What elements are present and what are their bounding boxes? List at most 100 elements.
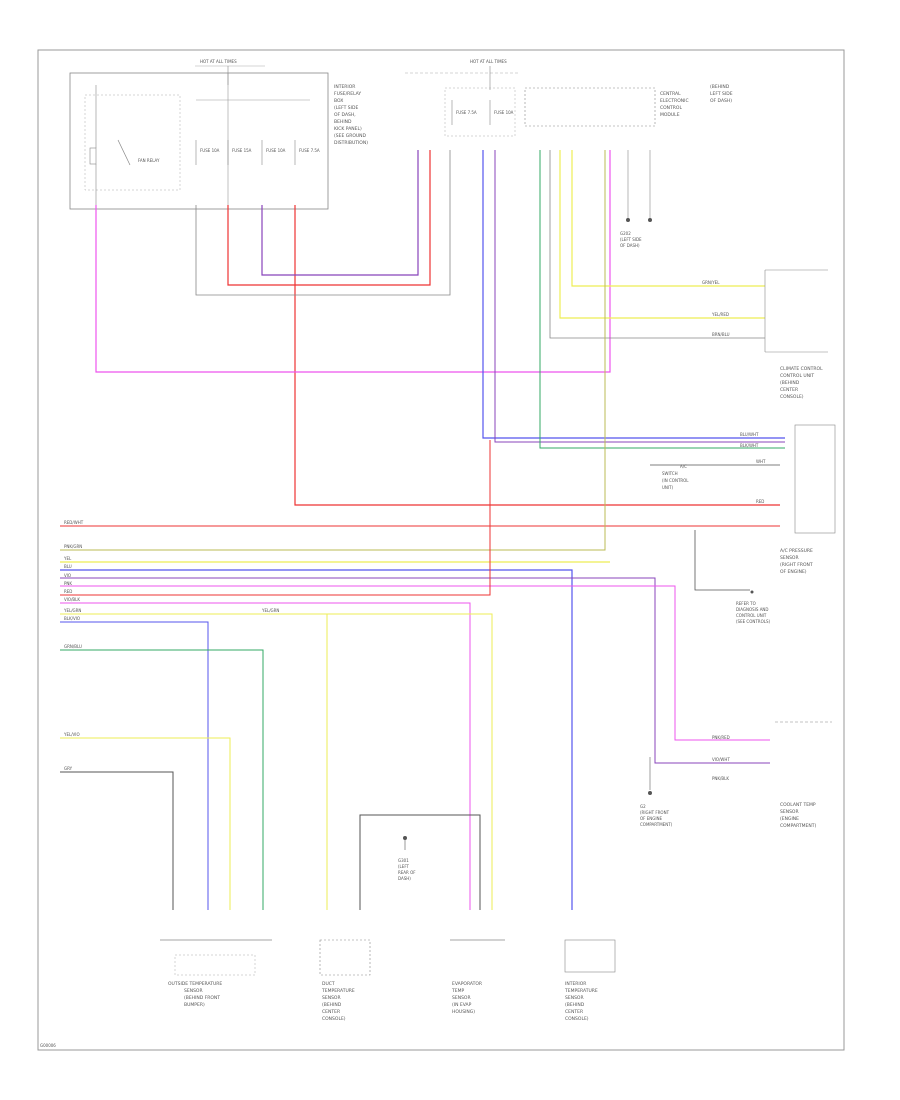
svg-text:SENSOR: SENSOR bbox=[184, 988, 203, 994]
svg-text:YEL/VIO: YEL/VIO bbox=[63, 732, 80, 737]
svg-text:(LEFT SIDE: (LEFT SIDE bbox=[620, 237, 642, 242]
ground-g301: G301 (LEFT REAR OF DASH) bbox=[398, 836, 416, 881]
wire-grn bbox=[539, 150, 785, 449]
wire-gry-2 bbox=[60, 771, 174, 910]
svg-text:VIO/WHT: VIO/WHT bbox=[712, 757, 730, 762]
svg-text:PNK: PNK bbox=[64, 581, 72, 586]
svg-text:TEMPERATURE: TEMPERATURE bbox=[321, 988, 355, 994]
fuse-4: FUSE 7.5A bbox=[294, 140, 320, 165]
svg-text:SWITCH: SWITCH bbox=[662, 471, 678, 476]
svg-text:OF ENGINE: OF ENGINE bbox=[640, 816, 663, 821]
fuse-mid-2: FUSE 10A bbox=[494, 110, 514, 115]
svg-text:INTERIOR: INTERIOR bbox=[565, 981, 586, 987]
svg-text:(SEE GROUND: (SEE GROUND bbox=[334, 133, 367, 139]
svg-text:INTERIOR: INTERIOR bbox=[334, 84, 355, 90]
a-c-switch-label: A/C SWITCH (IN CONTROL UNIT) bbox=[662, 464, 689, 490]
wire-labels: GRN/YEL YEL/RED BRN/BLU BLU/WHT BLK/WHT … bbox=[63, 280, 766, 781]
svg-text:DIAGNOSIS AND: DIAGNOSIS AND bbox=[736, 607, 769, 612]
svg-text:ELECTRONIC: ELECTRONIC bbox=[660, 98, 689, 104]
wire-red-long bbox=[60, 440, 491, 596]
svg-text:BLU: BLU bbox=[64, 564, 72, 569]
svg-text:DASH): DASH) bbox=[398, 876, 411, 881]
svg-text:FUSE 7.5A: FUSE 7.5A bbox=[299, 148, 320, 153]
svg-text:(BEHIND: (BEHIND bbox=[710, 84, 730, 90]
svg-text:RED: RED bbox=[64, 589, 72, 594]
wire-vio bbox=[494, 150, 785, 443]
svg-text:OF DASH): OF DASH) bbox=[710, 98, 732, 104]
svg-text:(IN CONTROL: (IN CONTROL bbox=[662, 478, 689, 483]
svg-text:(BEHIND: (BEHIND bbox=[780, 380, 800, 386]
diagram-footer: G00006 bbox=[40, 1043, 56, 1048]
svg-text:(LEFT: (LEFT bbox=[398, 864, 410, 869]
svg-text:BOX: BOX bbox=[334, 98, 343, 104]
svg-text:SENSOR: SENSOR bbox=[452, 995, 471, 1001]
svg-text:OF ENGINE): OF ENGINE) bbox=[780, 569, 807, 575]
svg-text:YEL/GRN: YEL/GRN bbox=[261, 608, 279, 613]
svg-text:CLIMATE CONTROL: CLIMATE CONTROL bbox=[780, 366, 823, 372]
svg-text:REAR OF: REAR OF bbox=[398, 870, 416, 875]
svg-text:G202: G202 bbox=[620, 231, 631, 236]
fuse-2: FUSE 15A bbox=[227, 140, 252, 165]
fuse-1: FUSE 10A bbox=[195, 140, 220, 165]
svg-text:DISTRIBUTION): DISTRIBUTION) bbox=[334, 140, 368, 146]
wire-blk-a bbox=[694, 530, 750, 591]
fuse-mid-1: FUSE 7.5A bbox=[456, 110, 477, 115]
wire-vio-long bbox=[60, 577, 770, 764]
svg-text:CENTER: CENTER bbox=[780, 387, 798, 393]
svg-text:GRN/BLU: GRN/BLU bbox=[64, 644, 82, 649]
coolant-temp-sensor: COOLANT TEMP SENSOR (ENGINE COMPARTMENT) bbox=[775, 721, 832, 829]
wire-red-loop bbox=[227, 150, 431, 286]
svg-text:VIO/BLK: VIO/BLK bbox=[64, 597, 80, 602]
wire-yel-grn bbox=[60, 150, 606, 551]
svg-text:CENTRAL: CENTRAL bbox=[660, 91, 681, 97]
svg-text:SENSOR: SENSOR bbox=[565, 995, 584, 1001]
svg-text:GRN/YEL: GRN/YEL bbox=[702, 280, 720, 285]
svg-text:VIO: VIO bbox=[64, 573, 71, 578]
svg-text:TEMPERATURE: TEMPERATURE bbox=[564, 988, 598, 994]
svg-text:BLU/WHT: BLU/WHT bbox=[740, 432, 759, 437]
svg-text:BLK/VIO: BLK/VIO bbox=[64, 616, 80, 621]
fuse-panel-left-header: HOT AT ALL TIMES bbox=[200, 59, 237, 64]
svg-text:COMPARTMENT): COMPARTMENT) bbox=[640, 822, 673, 827]
svg-text:G301: G301 bbox=[398, 858, 409, 863]
wire-violet-loop bbox=[261, 150, 419, 276]
svg-text:DUCT: DUCT bbox=[322, 981, 335, 987]
svg-text:YEL: YEL bbox=[63, 556, 72, 561]
wire-yel-1 bbox=[559, 150, 765, 319]
svg-text:SENSOR: SENSOR bbox=[780, 809, 799, 815]
ground-g2: G2 (RIGHT FRONT OF ENGINE COMPARTMENT) bbox=[640, 791, 673, 827]
wire-yel-2 bbox=[571, 150, 765, 287]
svg-text:(RIGHT FRONT: (RIGHT FRONT bbox=[780, 562, 813, 568]
wire-yel-vio bbox=[60, 737, 231, 910]
svg-text:BUMPER): BUMPER) bbox=[184, 1002, 205, 1008]
svg-text:G2: G2 bbox=[640, 804, 646, 809]
ground-g202: G202 (LEFT SIDE OF DASH) bbox=[620, 150, 652, 248]
svg-text:OF DASH): OF DASH) bbox=[620, 243, 640, 248]
interior-temp-sensor: INTERIOR TEMPERATURE SENSOR (BEHIND CENT… bbox=[564, 939, 616, 1022]
fuse-panel-left: HOT AT ALL TIMES FAN RELAY FUSE 10A FUSE… bbox=[69, 59, 368, 210]
svg-text:EVAPORATOR: EVAPORATOR bbox=[452, 981, 482, 987]
fuse-panel-left-label: INTERIOR FUSE/RELAY BOX (LEFT SIDE OF DA… bbox=[334, 84, 368, 146]
svg-text:TEMP: TEMP bbox=[451, 988, 464, 994]
svg-text:SENSOR: SENSOR bbox=[780, 555, 799, 561]
wire-blk-g301 bbox=[359, 814, 481, 910]
svg-text:GRY: GRY bbox=[64, 766, 73, 771]
svg-text:RED: RED bbox=[756, 499, 764, 504]
svg-text:CONSOLE): CONSOLE) bbox=[322, 1016, 346, 1022]
svg-text:CENTER: CENTER bbox=[565, 1009, 583, 1015]
a-c-pressure-sensor: A/C PRESSURE SENSOR (RIGHT FRONT OF ENGI… bbox=[780, 424, 836, 575]
svg-text:FUSE 10A: FUSE 10A bbox=[200, 148, 220, 153]
svg-text:CONTROL: CONTROL bbox=[660, 105, 682, 111]
wire-blu-wht bbox=[482, 150, 785, 439]
svg-text:UNIT): UNIT) bbox=[662, 485, 674, 490]
svg-text:PNK/GRN: PNK/GRN bbox=[64, 544, 82, 549]
svg-text:COMPARTMENT): COMPARTMENT) bbox=[780, 823, 816, 829]
svg-text:(IN EVAP: (IN EVAP bbox=[452, 1002, 472, 1008]
svg-text:HOUSING): HOUSING) bbox=[452, 1009, 475, 1015]
svg-text:YEL/RED: YEL/RED bbox=[711, 312, 729, 317]
svg-text:RED/WHT: RED/WHT bbox=[64, 520, 84, 525]
duct-temp-sensor: DUCT TEMPERATURE SENSOR (BEHIND CENTER C… bbox=[319, 939, 371, 1022]
svg-text:CONTROL UNIT: CONTROL UNIT bbox=[736, 613, 767, 618]
wire-yel-3 bbox=[60, 613, 493, 910]
